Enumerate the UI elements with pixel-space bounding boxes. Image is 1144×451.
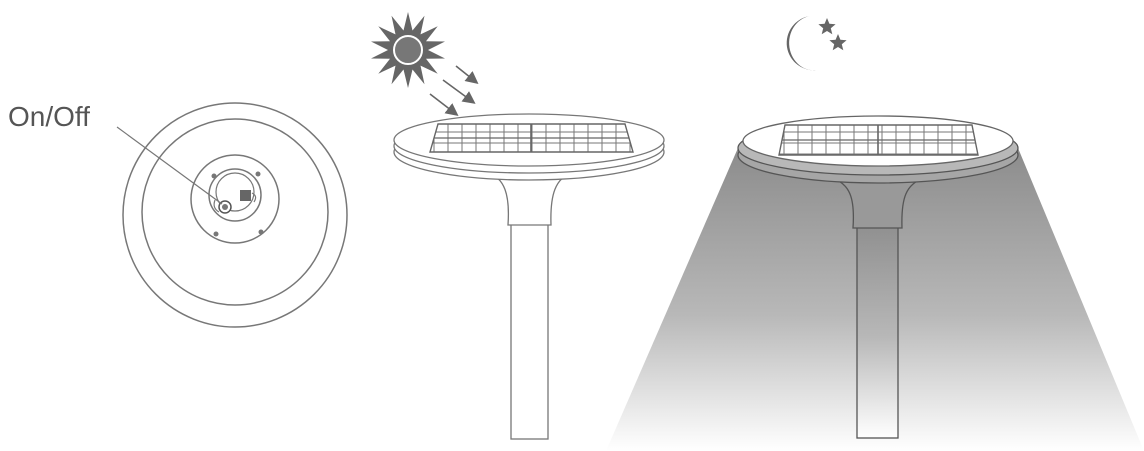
- crescent-moon-with-stars-icon: [786, 16, 847, 71]
- lamp-nighttime: [606, 115, 1144, 451]
- lamp-bottom-view: On/Off: [8, 101, 348, 328]
- on-off-label: On/Off: [8, 101, 90, 132]
- sunlight-arrow-icons: [429, 65, 479, 116]
- lamp-daytime: [393, 113, 665, 440]
- sun-icon: [371, 12, 445, 88]
- on-off-callout-line: [116, 126, 223, 205]
